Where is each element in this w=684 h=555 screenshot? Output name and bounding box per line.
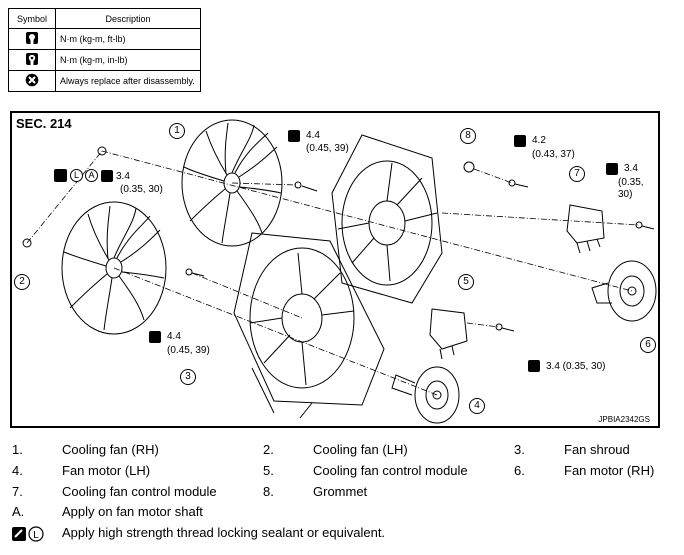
nut-left (22, 238, 32, 248)
torque-wrench-icon (26, 32, 38, 44)
torque-wrench-small-icon (26, 53, 38, 65)
cooling-fan-rh (181, 119, 283, 247)
bolts (185, 179, 655, 332)
torque-wrench-icon (101, 170, 113, 182)
leader-lines (26, 150, 640, 396)
torque-value: 4.2 (532, 135, 546, 146)
torque-sub: (0.43, 37) (532, 149, 575, 160)
symbol-description: N·m (kg-m, ft-lb) (55, 28, 201, 50)
callout-2: 2 (14, 274, 30, 290)
torque-value: 3.4 (0.35, 30) (546, 361, 606, 372)
threadlock-l-icon: L (12, 526, 46, 545)
torque-value: 4.4 (167, 331, 181, 342)
nut-top (97, 146, 107, 156)
symbol-header: Symbol (8, 8, 56, 29)
control-module-5 (429, 308, 468, 360)
torque-value: 3.4 (624, 163, 638, 174)
fan-shroud (233, 232, 385, 419)
threadlock-icon (54, 169, 67, 182)
exploded-diagram: SEC. 214 JPBIA2342GS 1 2 3 4 5 6 7 8 4.4… (10, 111, 660, 428)
torque-value: 3.4 (116, 171, 130, 182)
torque-wrench-icon (514, 135, 526, 147)
callout-1: 1 (169, 123, 185, 139)
section-label: SEC. 214 (16, 116, 72, 131)
torque-wrench-icon (606, 163, 618, 175)
diagram-drawing (22, 119, 657, 424)
figure-id: JPBIA2342GS (598, 415, 650, 424)
control-module-7 (566, 204, 605, 254)
fan-motor-rh (591, 260, 657, 322)
torque-wrench-icon (149, 331, 161, 343)
replace-x-icon (25, 73, 39, 87)
symbol-description: N·m (kg-m, in-lb) (55, 49, 201, 71)
description-header: Description (55, 8, 201, 29)
fan-motor-lh (391, 366, 460, 424)
cooling-fan-lh (61, 201, 167, 335)
callout-3: 3 (180, 369, 196, 385)
grommet (463, 161, 475, 173)
torque-sub: (0.35, 30) (618, 177, 644, 200)
fan-shroud-rear (331, 134, 443, 304)
torque-sub: (0.35, 30) (120, 184, 163, 195)
torque-sub: (0.45, 39) (167, 345, 210, 356)
torque-wrench-icon (288, 130, 300, 142)
callout-6: 6 (640, 337, 656, 353)
symbol-table: Symbol Description N·m (kg-m, ft-lb) N·m… (8, 8, 201, 92)
symbol-description: Always replace after disassembly. (55, 70, 201, 92)
svg-text:L: L (33, 530, 39, 541)
callout-l: L (70, 169, 83, 182)
torque-wrench-icon (528, 360, 540, 372)
callout-8: 8 (460, 128, 476, 144)
callout-a: A (85, 169, 98, 182)
torque-value: 4.4 (306, 130, 320, 141)
torque-sub: (0.45, 39) (306, 143, 349, 154)
callout-5: 5 (458, 274, 474, 290)
callout-7: 7 (569, 166, 585, 182)
callout-4: 4 (469, 398, 485, 414)
